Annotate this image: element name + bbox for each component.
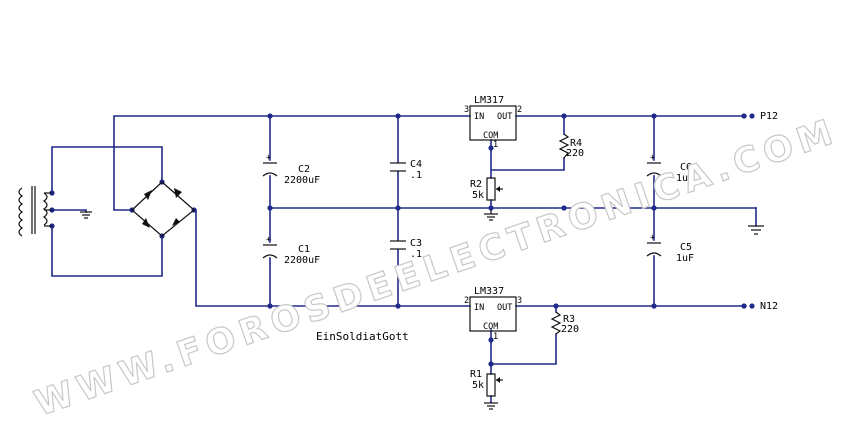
- wires: [51, 115, 757, 403]
- output-negative-label: N12: [760, 301, 778, 312]
- svg-text:R4: R4: [570, 138, 582, 149]
- regulator-lm317: LM317 IN OUT COM 3 2 1: [464, 95, 522, 150]
- wire-center-tap: [51, 209, 87, 213]
- junction-dot: [488, 145, 494, 151]
- wire-secondary-top: [51, 146, 163, 194]
- junction-dot: [488, 361, 494, 367]
- capacitor-c2: +: [262, 153, 278, 177]
- junction-dot: [553, 303, 559, 309]
- ground-symbol: [484, 210, 498, 221]
- svg-text:2200uF: 2200uF: [284, 255, 320, 266]
- svg-text:2: 2: [464, 296, 469, 306]
- svg-text:C5: C5: [680, 242, 692, 253]
- svg-text:+: +: [266, 153, 271, 163]
- output-positive-label: P12: [760, 111, 778, 122]
- svg-text:OUT: OUT: [497, 112, 512, 122]
- svg-text:3: 3: [464, 105, 469, 115]
- resistors: [486, 133, 570, 397]
- junction-dot: [267, 205, 273, 211]
- svg-text:220: 220: [566, 148, 584, 159]
- regulator-top-name: LM317: [474, 95, 504, 106]
- svg-text:+: +: [650, 153, 655, 163]
- author-signature: EinSoldiatGott: [316, 330, 409, 343]
- junctions: [49, 113, 657, 367]
- svg-text:1: 1: [493, 332, 498, 342]
- capacitor-c6: +: [646, 153, 662, 177]
- svg-text:IN: IN: [474, 112, 484, 122]
- wire-bridge-positive: [113, 115, 471, 211]
- svg-text:R3: R3: [563, 314, 575, 325]
- resistor-r3: [550, 311, 562, 335]
- svg-text:C1: C1: [298, 244, 310, 255]
- regulator-bottom-name: LM337: [474, 286, 504, 297]
- capacitor-c4: [390, 162, 406, 172]
- junction-dot: [561, 205, 567, 211]
- svg-text:3: 3: [517, 296, 522, 306]
- primary-winding: [18, 187, 24, 237]
- regulator-lm337: LM337 IN OUT COM 2 3 1: [464, 286, 522, 342]
- junction-dot: [651, 113, 657, 119]
- junction-dot: [267, 303, 273, 309]
- wire-r4-bottom: [491, 157, 565, 171]
- capacitor-c5: +: [646, 233, 662, 257]
- svg-text:C4: C4: [410, 159, 422, 170]
- junction-dot: [561, 113, 567, 119]
- potentiometer-r1: [486, 373, 503, 397]
- resistor-r4: [558, 133, 570, 159]
- wire-secondary-bottom: [51, 225, 163, 277]
- svg-text:+: +: [266, 235, 271, 245]
- svg-text:C2: C2: [298, 164, 310, 175]
- diode-symbol: [174, 188, 182, 198]
- svg-text:COM: COM: [483, 131, 498, 141]
- ground-symbol: [484, 402, 498, 410]
- svg-text:5k: 5k: [472, 190, 484, 201]
- transformer: [18, 186, 52, 237]
- svg-text:OUT: OUT: [497, 303, 512, 313]
- svg-text:COM: COM: [483, 322, 498, 332]
- svg-text:+: +: [650, 233, 655, 243]
- svg-text:1uF: 1uF: [676, 253, 694, 264]
- wire-r3-bottom: [491, 333, 557, 365]
- svg-text:5k: 5k: [472, 380, 484, 391]
- junction-dot: [651, 303, 657, 309]
- junction-dot: [488, 337, 494, 343]
- junction-dot: [488, 205, 494, 211]
- junction-dot: [267, 113, 273, 119]
- capacitors: + + + +: [262, 153, 662, 259]
- bridge-rectifier: [131, 181, 195, 237]
- potentiometer-r2: [486, 177, 503, 201]
- component-labels: C2 2200uF C1 2200uF C4 .1 C3 .1 C6 1uF C…: [284, 138, 694, 391]
- svg-text:C3: C3: [410, 238, 422, 249]
- junction-dot: [395, 205, 401, 211]
- diode-symbol: [144, 190, 152, 200]
- svg-text:1: 1: [493, 140, 498, 150]
- junction-dot: [651, 205, 657, 211]
- capacitor-c1: +: [262, 235, 278, 259]
- svg-text:R2: R2: [470, 179, 482, 190]
- diode-symbol: [172, 218, 180, 226]
- svg-text:1uF: 1uF: [676, 173, 694, 184]
- ground-symbol: [748, 225, 764, 235]
- svg-text:IN: IN: [474, 303, 484, 313]
- svg-text:R1: R1: [470, 369, 482, 380]
- secondary-winding: [42, 192, 48, 226]
- svg-text:2: 2: [517, 105, 522, 115]
- diode-symbol: [142, 218, 150, 228]
- svg-text:2200uF: 2200uF: [284, 175, 320, 186]
- junction-dot: [395, 303, 401, 309]
- ground-symbols: [80, 210, 764, 410]
- output-terminals: P12 N12: [741, 111, 778, 312]
- svg-text:.1: .1: [410, 170, 422, 181]
- capacitor-c3: [390, 240, 406, 250]
- watermark-text: WWW.FOROSDEELECTRONICA.COM: [30, 111, 843, 422]
- svg-text:220: 220: [561, 324, 579, 335]
- svg-text:.1: .1: [410, 249, 422, 260]
- ground-symbol: [80, 211, 92, 219]
- svg-text:C6: C6: [680, 162, 692, 173]
- junction-dot: [395, 113, 401, 119]
